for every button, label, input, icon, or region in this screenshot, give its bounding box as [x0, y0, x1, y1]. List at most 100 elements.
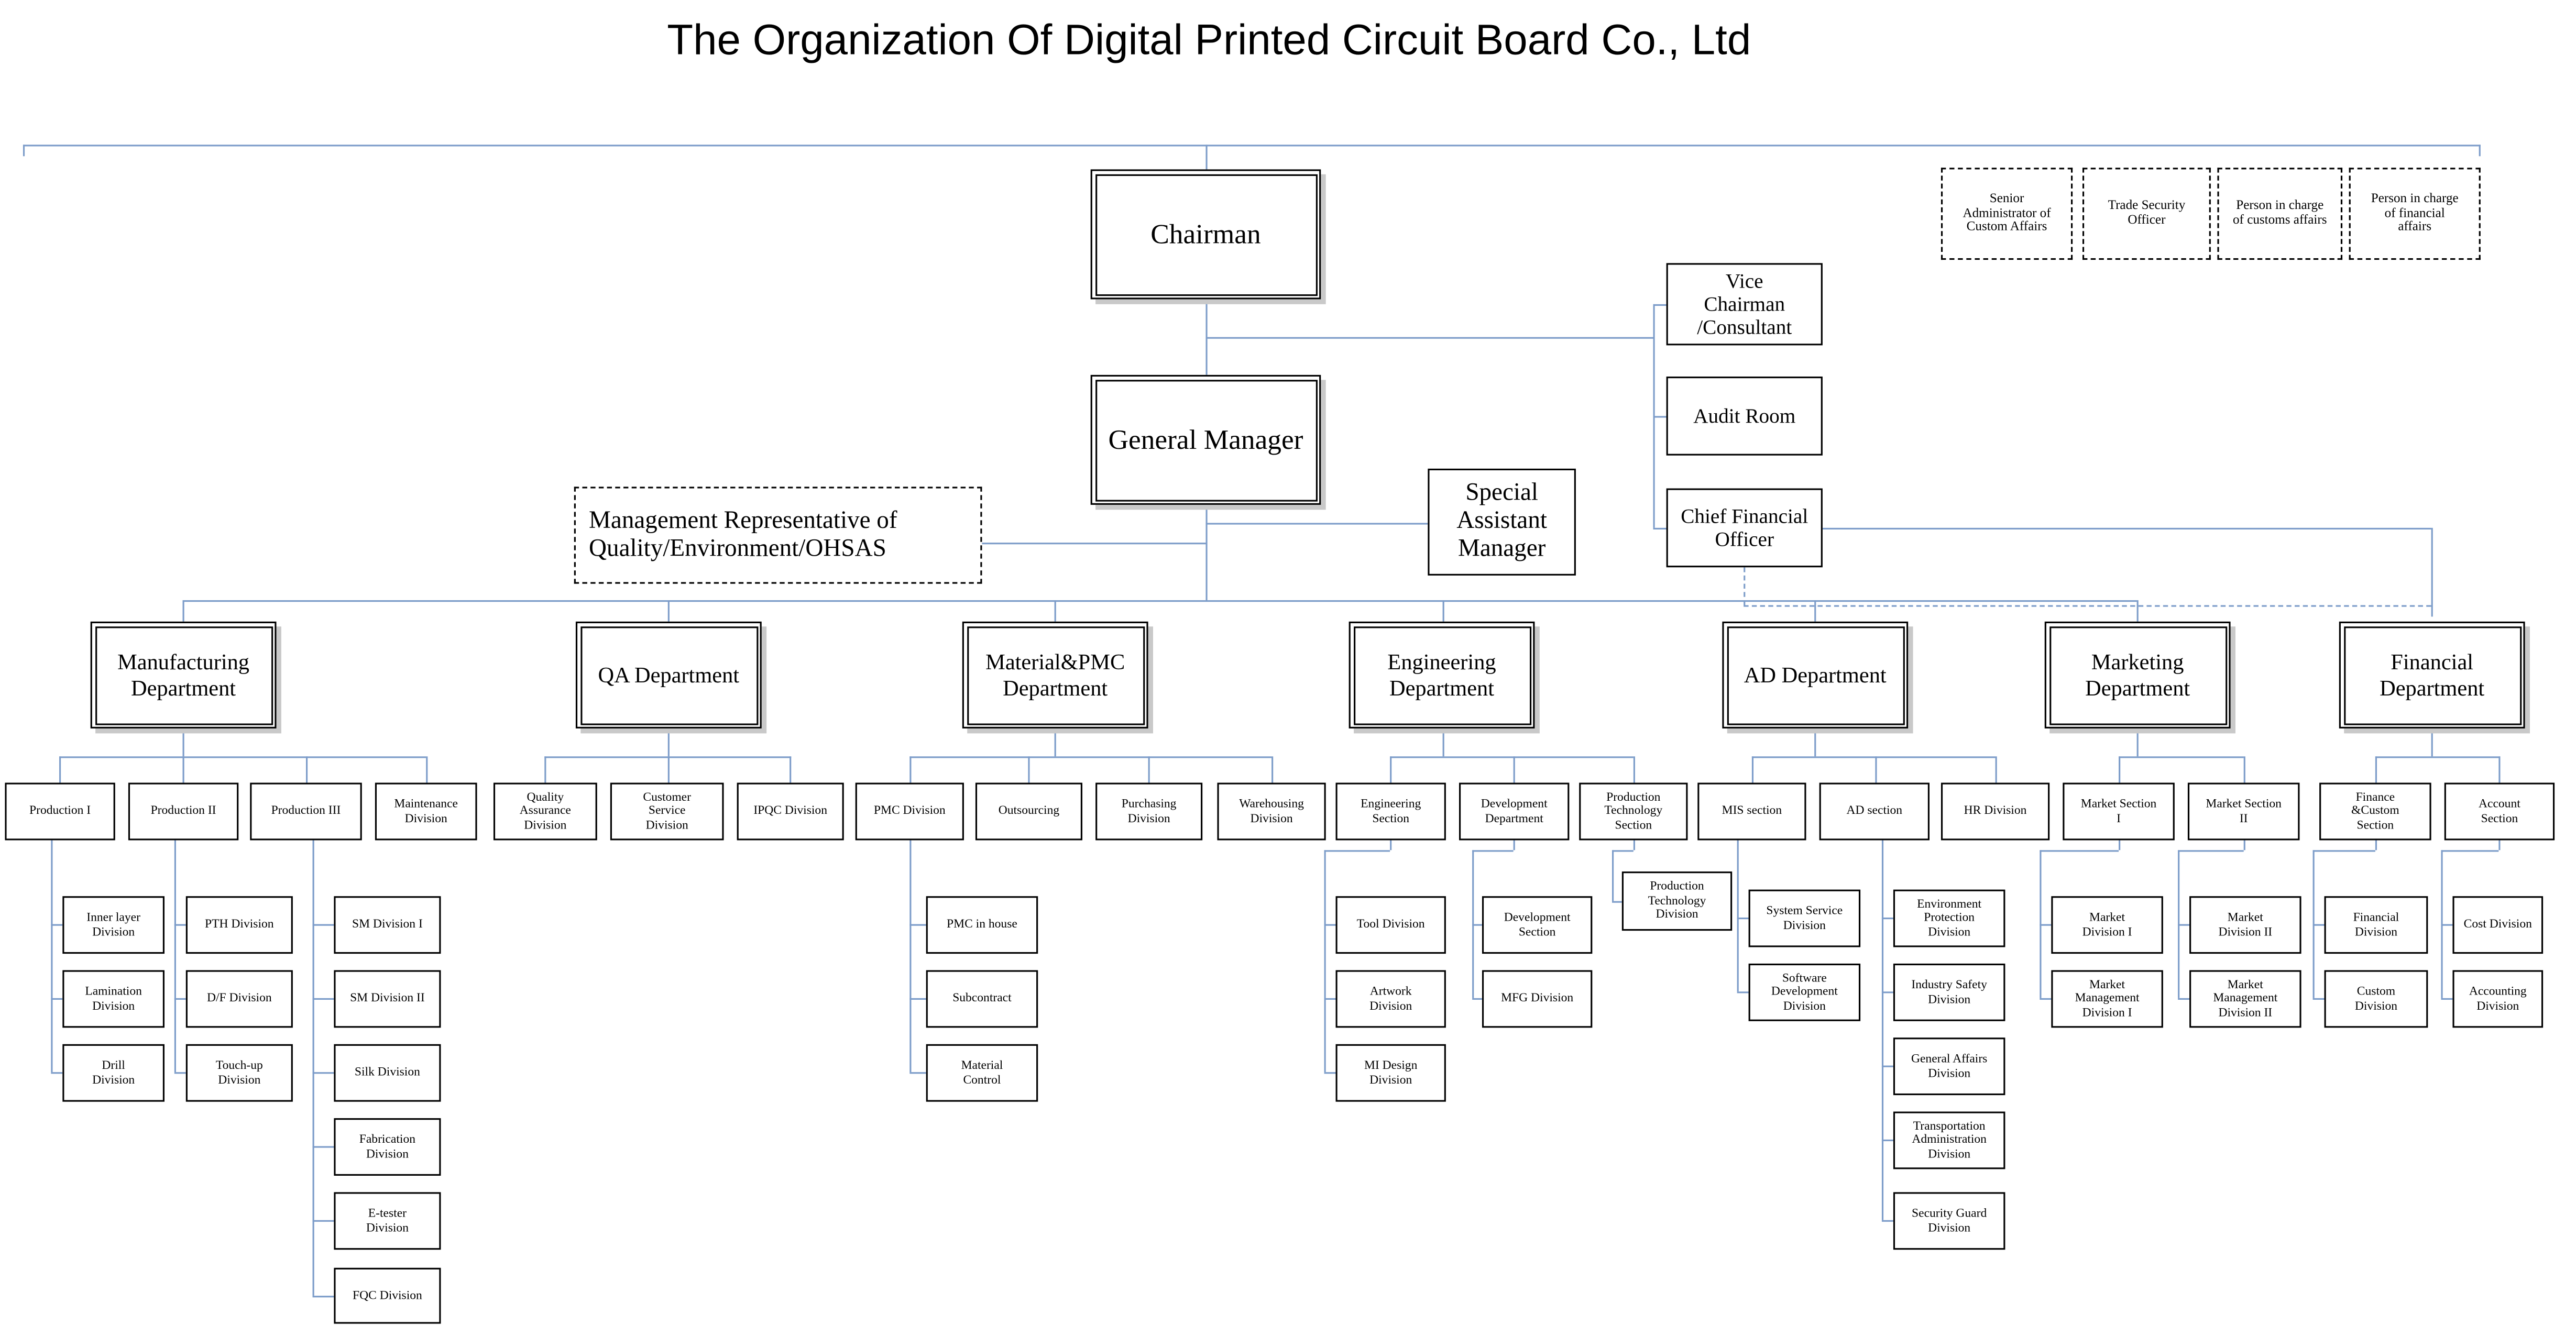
- mi-design-division-box-label: MI Design Division: [1364, 1057, 1418, 1086]
- connector-line: [1390, 756, 1634, 758]
- connector-line: [790, 756, 792, 783]
- market-division-1-box-label: Market Division I: [2082, 909, 2132, 938]
- connector-line: [1737, 918, 1749, 920]
- e-tester-division-box: E-tester Division: [334, 1192, 441, 1250]
- custom-division-box-label: Custom Division: [2354, 983, 2398, 1012]
- connector-line: [1881, 991, 1893, 993]
- connector-line: [1028, 756, 1030, 783]
- connector-line: [1442, 728, 1444, 757]
- connector-line: [1513, 840, 1515, 851]
- purchasing-division-box: Purchasing Division: [1095, 782, 1203, 841]
- purchasing-division-box-label: Purchasing Division: [1121, 796, 1177, 825]
- connector-line: [1633, 756, 1635, 783]
- connector-line: [1751, 756, 1754, 783]
- security-guard-division-box-label: Security Guard Division: [1912, 1205, 1987, 1234]
- inner-layer-division-box: Inner layer Division: [62, 896, 165, 954]
- production-1-box: Production I: [5, 782, 115, 841]
- engineering-department-box: Engineering Department: [1349, 621, 1535, 728]
- transportation-administration-division-box: Transportation Administration Division: [1893, 1111, 2005, 1169]
- warehousing-division-box: Warehousing Division: [1217, 782, 1326, 841]
- material-pmc-department-box: Material&PMC Department: [962, 621, 1148, 728]
- production-technology-section-box: Production Technology Section: [1579, 782, 1688, 841]
- df-division-box: D/F Division: [185, 970, 293, 1028]
- market-management-division-2-box: Market Management Division II: [2189, 970, 2301, 1028]
- connector-line: [306, 756, 308, 783]
- connector-line: [1633, 840, 1635, 851]
- mfg-division-box-label: MFG Division: [1501, 990, 1574, 1006]
- connector-line: [1472, 924, 1482, 926]
- connector-line: [2479, 145, 2481, 157]
- connector-line: [1205, 523, 1428, 525]
- connector-line: [1881, 840, 1884, 1220]
- pmc-division-box: PMC Division: [855, 782, 964, 841]
- production-2-box-label: Production II: [150, 803, 216, 818]
- hr-division-box-label: HR Division: [1964, 803, 2027, 818]
- software-development-division-box: Software Development Division: [1748, 963, 1861, 1021]
- connector-line: [312, 998, 334, 1000]
- connector-line: [1324, 850, 1326, 1073]
- mi-design-division-box: MI Design Division: [1335, 1044, 1446, 1102]
- engineering-department-box-label: Engineering Department: [1387, 650, 1496, 700]
- management-representative-box-label: Management Representative of Quality/Env…: [589, 507, 897, 562]
- connector-line: [1513, 756, 1515, 783]
- connector-line: [51, 924, 63, 926]
- finance-custom-section-box: Finance &Custom Section: [2319, 782, 2431, 841]
- trade-security-officer-box: Trade Security Officer: [2082, 168, 2211, 260]
- connector-line: [909, 756, 912, 783]
- mis-section-box-label: MIS section: [1722, 803, 1782, 818]
- connector-line: [312, 1296, 334, 1298]
- qa-department-box: QA Department: [575, 621, 762, 728]
- connector-line: [1324, 1072, 1336, 1074]
- manufacturing-department-box-label: Manufacturing Department: [117, 650, 250, 700]
- accounting-division-box-label: Accounting Division: [2469, 983, 2527, 1012]
- accounting-division-box: Accounting Division: [2452, 970, 2544, 1028]
- connector-line: [2375, 756, 2501, 758]
- production-3-box-label: Production III: [271, 803, 341, 818]
- marketing-department-box: Marketing Department: [2044, 621, 2231, 728]
- manufacturing-department-box: Manufacturing Department: [90, 621, 277, 728]
- silk-division-box: Silk Division: [334, 1044, 441, 1102]
- connector-line: [312, 924, 334, 926]
- lamination-division-box: Lamination Division: [62, 970, 165, 1028]
- connector-line: [982, 543, 1206, 545]
- senior-administrator-custom-affairs-box: Senior Administrator of Custom Affairs: [1941, 168, 2073, 260]
- fqc-division-box-label: FQC Division: [352, 1287, 422, 1302]
- chairman-box: Chairman: [1090, 169, 1321, 300]
- connector-line: [1324, 998, 1336, 1000]
- chief-financial-officer-box: Chief Financial Officer: [1666, 488, 1823, 568]
- security-guard-division-box: Security Guard Division: [1893, 1192, 2005, 1250]
- connector-line: [1324, 850, 1390, 852]
- connector-line: [2431, 728, 2433, 757]
- connector-line: [2243, 756, 2245, 783]
- market-section-2-box: Market Section II: [2187, 782, 2300, 841]
- connector-line: [182, 600, 2137, 602]
- person-in-charge-customs-affairs-box-label: Person in charge of customs affairs: [2232, 197, 2327, 227]
- market-division-1-box: Market Division I: [2051, 896, 2163, 954]
- connector-line: [2040, 850, 2119, 852]
- management-representative-box: Management Representative of Quality/Env…: [574, 487, 982, 584]
- connector-line: [909, 756, 1272, 758]
- engineering-section-box-label: Engineering Section: [1361, 796, 1421, 825]
- connector-line: [1881, 1065, 1893, 1067]
- person-in-charge-financial-affairs-box-label: Person in charge of financial affairs: [2371, 190, 2459, 235]
- connector-line: [1442, 600, 1444, 622]
- connector-line: [2119, 756, 2121, 783]
- connector-line: [1054, 600, 1056, 622]
- market-section-1-box-label: Market Section I: [2080, 796, 2157, 825]
- market-section-1-box: Market Section I: [2063, 782, 2175, 841]
- market-section-2-box-label: Market Section II: [2206, 796, 2282, 825]
- financial-division-box: Financial Division: [2324, 896, 2428, 954]
- subcontract-box: Subcontract: [926, 970, 1038, 1028]
- connector-line: [2178, 850, 2244, 852]
- connector-line: [1324, 924, 1336, 926]
- ipqc-division-box-label: IPQC Division: [753, 803, 828, 818]
- trade-security-officer-box-label: Trade Security Officer: [2108, 197, 2186, 227]
- material-pmc-department-box-label: Material&PMC Department: [985, 650, 1125, 700]
- df-division-box-label: D/F Division: [206, 990, 272, 1006]
- tool-division-box-label: Tool Division: [1356, 916, 1425, 932]
- environment-protection-division-box: Environment Protection Division: [1893, 889, 2005, 947]
- development-department-box: Development Department: [1459, 782, 1570, 841]
- connector-line: [2498, 756, 2501, 783]
- connector-line: [909, 1072, 926, 1074]
- account-section-box: Account Section: [2444, 782, 2555, 841]
